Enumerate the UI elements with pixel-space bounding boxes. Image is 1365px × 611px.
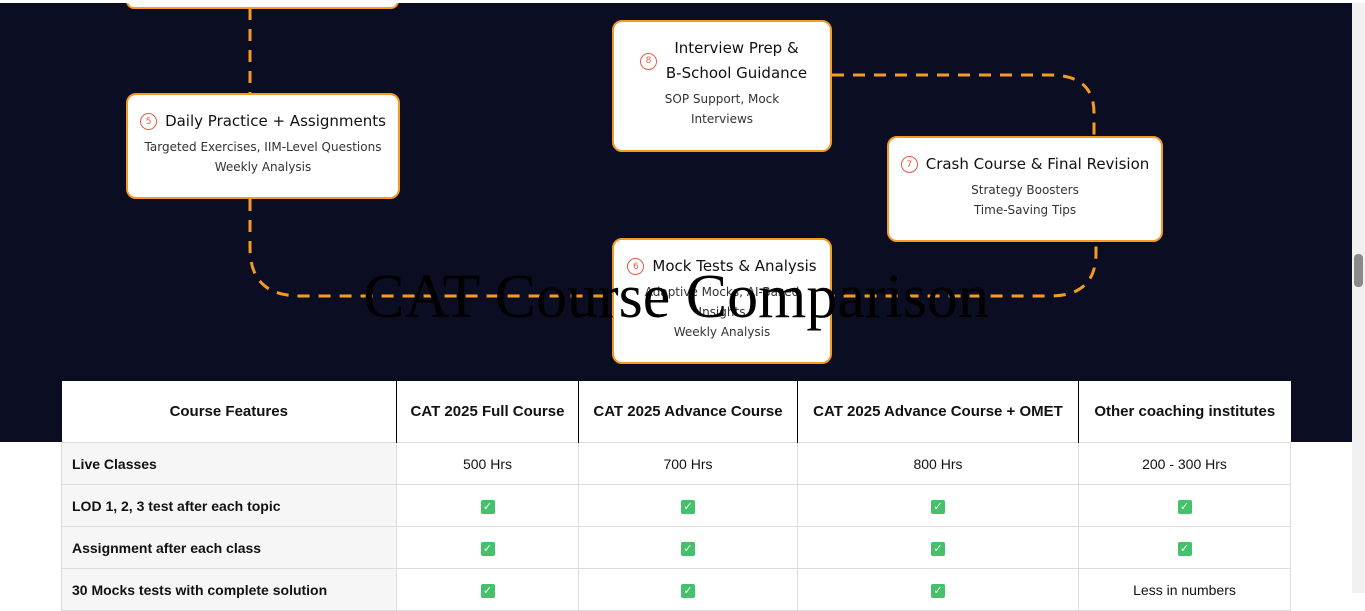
card-line: Targeted Exercises, IIM-Level Questions	[144, 140, 382, 154]
check-icon: ✓	[681, 542, 695, 556]
card-title: Daily Practice + Assignments	[165, 112, 386, 130]
column-header: CAT 2025 Full Course	[396, 381, 579, 443]
check-cell: ✓	[396, 526, 579, 569]
value-cell: 700 Hrs	[578, 442, 798, 485]
card-line: Weekly Analysis	[214, 160, 312, 174]
card-line: Interviews	[690, 112, 754, 126]
check-icon: ✓	[681, 500, 695, 514]
check-icon: ✓	[1177, 542, 1192, 556]
column-header: CAT 2025 Advance Course + OMET	[797, 381, 1079, 443]
roadmap-card-6: 6 Mock Tests & Analysis Adaptive Mocks, A…	[612, 238, 832, 364]
check-cell: ✓	[578, 526, 798, 569]
value-cell: 500 Hrs	[396, 442, 579, 485]
scrollbar-thumb[interactable]	[1354, 254, 1363, 287]
step-number-badge: 5	[140, 113, 158, 130]
check-cell: ✓	[396, 568, 579, 611]
check-icon: ✓	[480, 542, 495, 556]
card-line: Strategy Boosters	[971, 183, 1079, 197]
check-cell: ✓	[578, 568, 798, 611]
step-number-badge: 7	[900, 156, 918, 173]
column-header: Course Features	[61, 381, 397, 443]
check-icon: ✓	[480, 584, 495, 598]
step-number-badge: 8	[640, 52, 657, 70]
check-cell: ✓	[797, 568, 1079, 611]
feature-cell: Assignment after each class	[61, 526, 397, 569]
table-row: LOD 1, 2, 3 test after each topic ✓ ✓ ✓ ✓	[61, 484, 1291, 527]
card-title: Crash Course & Final Revision	[925, 155, 1150, 173]
top-border	[0, 0, 1365, 3]
check-icon: ✓	[1177, 500, 1192, 514]
card-line: Insights	[698, 305, 746, 319]
check-cell: ✓	[578, 484, 798, 527]
card-title: Mock Tests & Analysis	[652, 257, 817, 275]
check-icon: ✓	[931, 500, 945, 514]
card-line: Weekly Analysis	[673, 325, 771, 339]
check-cell: ✓	[1078, 526, 1291, 569]
comparison-table: Course Features CAT 2025 Full Course CAT…	[61, 381, 1291, 611]
card-line: SOP Support, Mock	[664, 92, 780, 106]
feature-cell: LOD 1, 2, 3 test after each topic	[61, 484, 397, 527]
value-cell: Less in numbers	[1078, 568, 1291, 611]
check-icon: ✓	[681, 584, 695, 598]
column-header: Other coaching institutes	[1078, 381, 1291, 443]
check-cell: ✓	[797, 484, 1079, 527]
roadmap-card-8: 8 Interview Prep & B-School Guidance SOP …	[612, 20, 832, 152]
table-row: Assignment after each class ✓ ✓ ✓ ✓	[61, 526, 1291, 569]
roadmap-section: 5 Daily Practice + Assignments Targeted E…	[0, 3, 1352, 442]
feature-cell: Live Classes	[61, 442, 397, 485]
check-cell: ✓	[396, 484, 579, 527]
card-title: Interview Prep & B-School Guidance	[665, 39, 808, 82]
roadmap-path	[248, 8, 1098, 298]
roadmap-card-5: 5 Daily Practice + Assignments Targeted E…	[126, 93, 400, 199]
table-row: 30 Mocks tests with complete solution ✓ ✓ ✓…	[61, 568, 1291, 611]
check-icon: ✓	[480, 500, 495, 514]
roadmap-card-7: 7 Crash Course & Final Revision Strategy …	[887, 136, 1163, 242]
value-cell: 800 Hrs	[797, 442, 1079, 485]
card-line: Adaptive Mocks, AI-Based	[644, 285, 800, 299]
step-number-badge: 6	[627, 258, 645, 275]
roadmap-card-4-bottom	[126, 3, 399, 9]
card-line: Time-Saving Tips	[973, 203, 1077, 217]
check-icon: ✓	[931, 584, 945, 598]
check-cell: ✓	[797, 526, 1079, 569]
value-cell: 200 - 300 Hrs	[1078, 442, 1291, 485]
check-cell: ✓	[1078, 484, 1291, 527]
vertical-scrollbar[interactable]	[1352, 3, 1365, 593]
column-header: CAT 2025 Advance Course	[578, 381, 798, 443]
check-icon: ✓	[931, 542, 945, 556]
feature-cell: 30 Mocks tests with complete solution	[61, 568, 397, 611]
table-header-row: Course Features CAT 2025 Full Course CAT…	[61, 381, 1291, 443]
